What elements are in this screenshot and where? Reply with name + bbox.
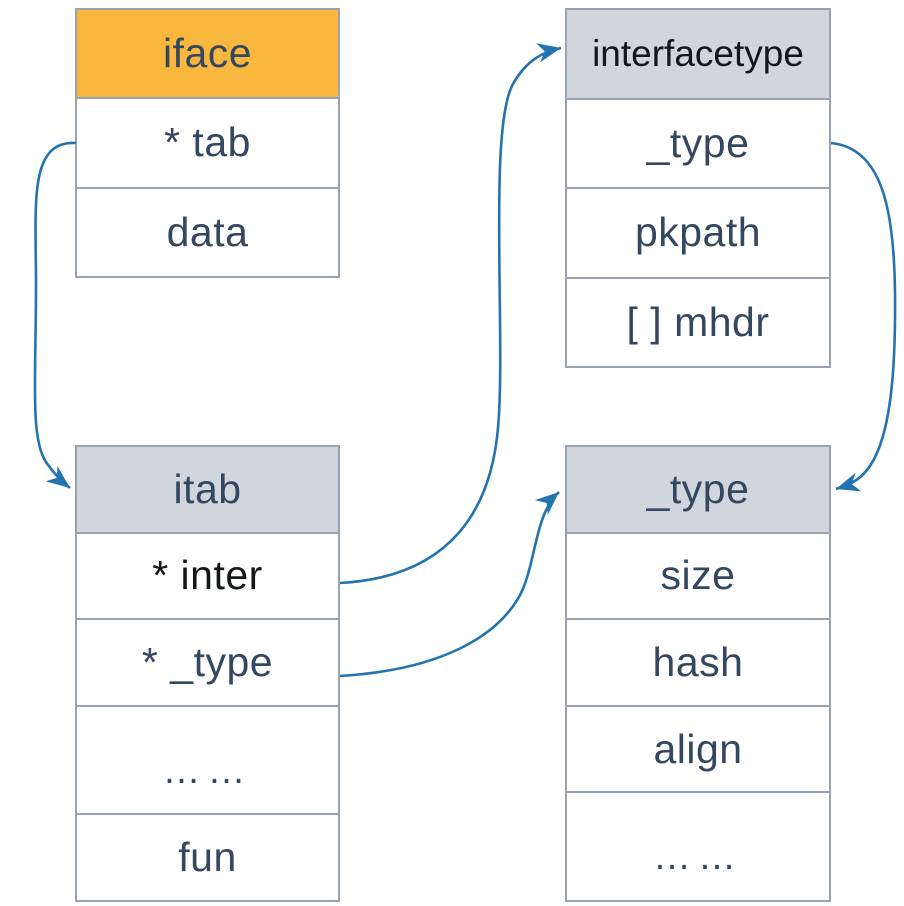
arrow-itab-type-to-type	[339, 491, 560, 678]
iface-header: iface	[77, 10, 338, 98]
itab-title: itab	[173, 465, 242, 512]
type-title: _type	[646, 465, 750, 512]
interfacetype-header: interfacetype	[567, 10, 829, 98]
iface-row-tab: * tab	[77, 97, 338, 187]
itab-row-fun: fun	[77, 813, 338, 900]
type-row-ellipsis: ……	[567, 791, 829, 900]
itab-row-inter: * inter	[77, 531, 338, 619]
struct-table-interfacetype: interfacetype _type pkpath [ ] mhdr	[565, 8, 831, 368]
itab-header: itab	[77, 447, 338, 532]
type-row-size: size	[567, 531, 829, 619]
arrow-itab-inter-to-interfacetype	[339, 43, 562, 585]
interfacetype-row-pkpath: pkpath	[567, 187, 829, 277]
struct-table-type: _type size hash align ……	[565, 445, 831, 902]
struct-table-itab: itab * inter * _type …… fun	[75, 445, 340, 902]
struct-table-iface: iface * tab data	[75, 8, 340, 278]
type-row-align: align	[567, 704, 829, 792]
interfacetype-title: interfacetype	[592, 32, 804, 74]
itab-row-type: * _type	[77, 618, 338, 705]
iface-row-data: data	[77, 186, 338, 276]
interfacetype-row-mhdr: [ ] mhdr	[567, 276, 829, 366]
arrow-iface-tab-to-itab	[33, 141, 77, 490]
type-header: _type	[567, 447, 829, 532]
interfacetype-row-type: _type	[567, 97, 829, 187]
type-row-hash: hash	[567, 618, 829, 705]
iface-title: iface	[162, 30, 253, 77]
itab-row-ellipsis: ……	[77, 704, 338, 814]
arrow-interfacetype-type-to-type	[830, 141, 897, 492]
